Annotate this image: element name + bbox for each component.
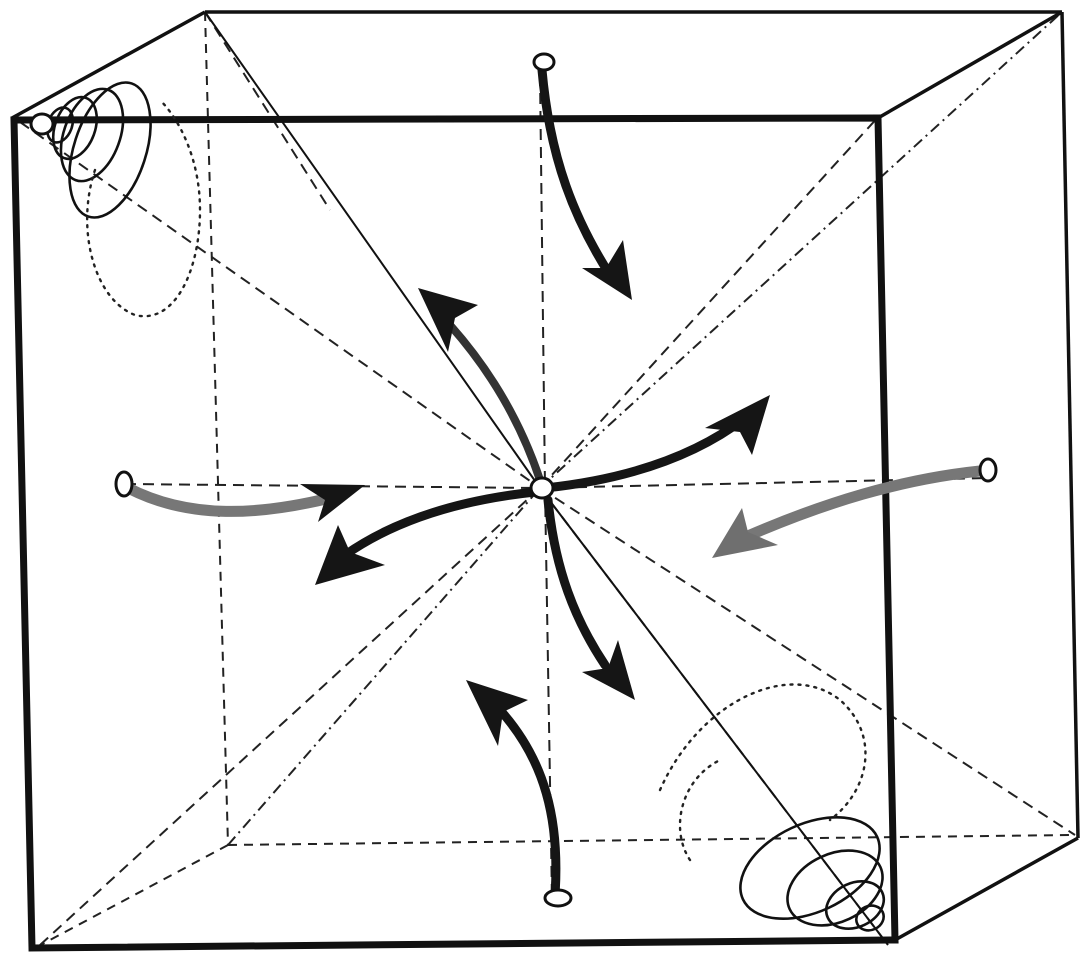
left-node: [116, 472, 132, 496]
arrowhead-upper-right-outgoing: [705, 395, 770, 455]
trajectory-bottom-incoming: [500, 710, 556, 895]
trajectory-left-incoming: [128, 488, 330, 511]
spiral-top-left: [43, 72, 200, 316]
trajectory-down-outgoing: [548, 500, 605, 665]
nodes: [31, 54, 996, 906]
right-node: [980, 459, 996, 481]
cube-bottom-right-edge: [895, 838, 1078, 940]
spiral-bottom-right: [660, 684, 896, 939]
top-left-corner-node: [31, 114, 53, 134]
bottom-node: [545, 890, 571, 906]
cube-top-left-edge: [12, 12, 205, 118]
trajectory-top-incoming: [542, 70, 610, 275]
trajectories: [128, 70, 990, 895]
center-fixed-point: [531, 478, 553, 498]
cube-right-back-edge: [1062, 12, 1078, 838]
trajectory-left-outgoing: [345, 492, 535, 555]
cube-top-right-edge: [878, 12, 1062, 118]
top-node: [534, 54, 554, 70]
